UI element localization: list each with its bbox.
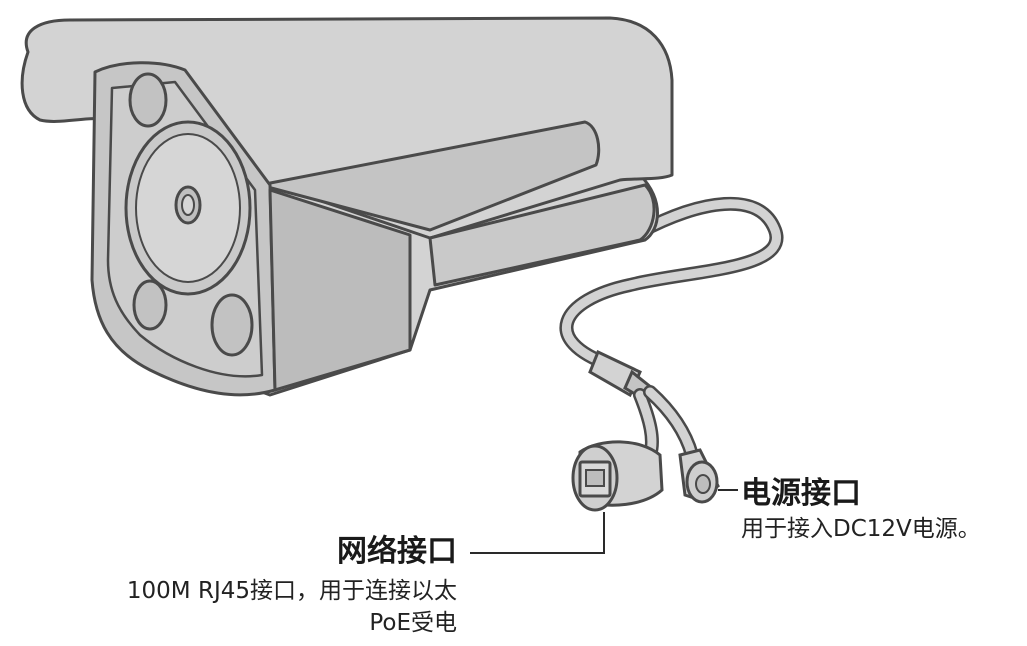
network-port-description-line2: PoE受电: [369, 609, 457, 636]
network-port-callout: 网络接口 100M RJ45接口，用于连接以太 PoE受电: [17, 534, 457, 639]
dc-power-socket: [695, 474, 711, 494]
ir-led-right: [210, 293, 254, 357]
power-port-description: 用于接入DC12V电源。: [741, 516, 981, 542]
ir-led-left: [132, 279, 168, 331]
cable-splitter: [588, 349, 699, 462]
rj45-network-connector: [571, 440, 664, 512]
dc-power-connector: [678, 448, 720, 504]
camera-body: [20, 16, 784, 397]
ir-led-top: [128, 72, 168, 128]
network-port-title: 网络接口: [337, 534, 457, 569]
network-port-description: 100M RJ45接口，用于连接以太 PoE受电: [17, 576, 457, 639]
network-leader-line: [470, 512, 605, 554]
power-port-callout: 电源接口 用于接入DC12V电源。: [727, 476, 1027, 544]
camera-sunshield-recess: [258, 120, 601, 232]
network-port-description-line1: 100M RJ45接口，用于连接以太: [126, 578, 457, 604]
power-port-title: 电源接口: [741, 476, 861, 511]
